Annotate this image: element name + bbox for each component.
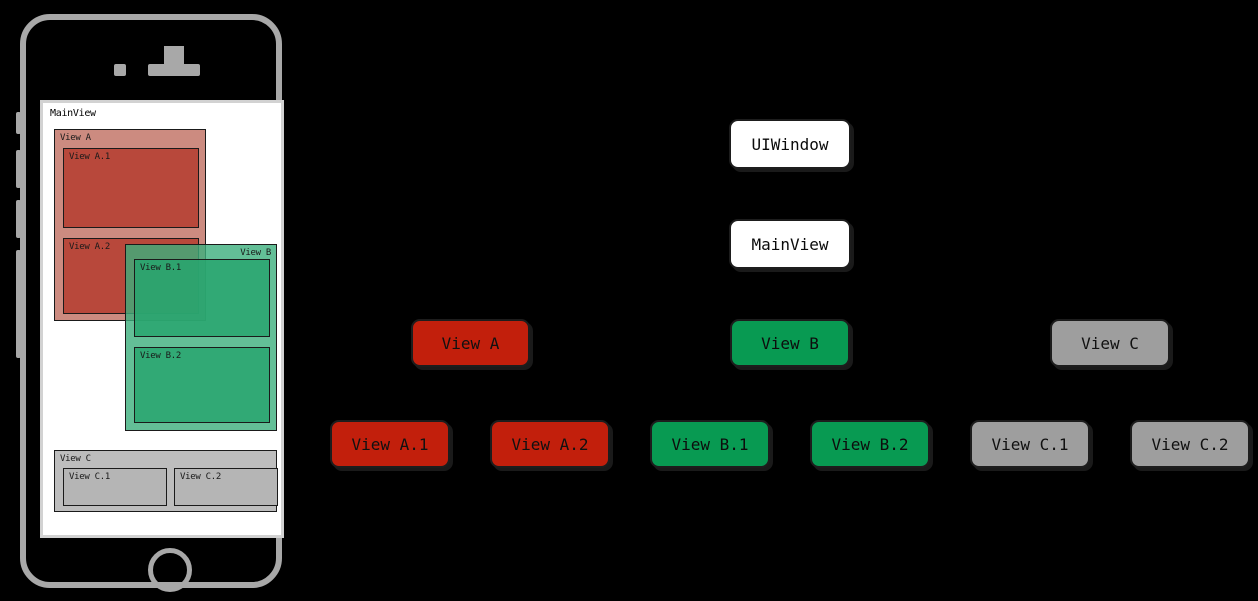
node-mainview-label: MainView <box>751 234 829 254</box>
phone-side-button-volume-down <box>16 200 21 238</box>
phone-side-rail <box>16 250 21 358</box>
node-view-b1[interactable]: View B.1 <box>650 420 770 468</box>
node-uiwindow[interactable]: UIWindow <box>729 119 851 169</box>
node-view-b2[interactable]: View B.2 <box>810 420 930 468</box>
mock-view-a-label: View A <box>60 133 91 143</box>
mock-view-c-label: View C <box>60 454 91 464</box>
node-view-c-label: View C <box>1081 333 1139 353</box>
mock-view-c1-label: View C.1 <box>69 472 110 482</box>
phone-speaker-icon <box>148 64 200 76</box>
node-view-c1[interactable]: View C.1 <box>970 420 1090 468</box>
mock-view-a1[interactable]: View A.1 <box>63 148 199 228</box>
node-view-c2[interactable]: View C.2 <box>1130 420 1250 468</box>
phone-earpiece-icon <box>164 46 184 66</box>
tree-edges <box>389 169 1191 420</box>
phone-side-button-mute <box>16 112 21 134</box>
node-view-b[interactable]: View B <box>730 319 850 367</box>
phone-screen: MainView View A View A.1 View A.2 View B… <box>40 100 284 538</box>
node-view-a1-label: View A.1 <box>351 434 429 454</box>
node-view-b2-label: View B.2 <box>831 434 909 454</box>
node-view-c1-label: View C.1 <box>991 434 1069 454</box>
node-view-b-label: View B <box>761 333 819 353</box>
phone-side-button-volume-up <box>16 150 21 188</box>
node-view-b1-label: View B.1 <box>671 434 749 454</box>
node-view-a[interactable]: View A <box>411 319 530 367</box>
mock-view-c1[interactable]: View C.1 <box>63 468 167 506</box>
mock-view-c2-label: View C.2 <box>180 472 221 482</box>
mock-view-c[interactable]: View C View C.1 View C.2 <box>54 450 278 512</box>
mock-view-c2[interactable]: View C.2 <box>174 468 278 506</box>
node-view-a2-label: View A.2 <box>511 434 589 454</box>
node-view-a2[interactable]: View A.2 <box>490 420 610 468</box>
node-view-a-label: View A <box>441 333 500 353</box>
mock-mainview-label: MainView <box>50 108 96 119</box>
mock-view-b[interactable]: View B View B.1 View B.2 <box>125 244 277 431</box>
mock-view-b2[interactable]: View B.2 <box>134 347 270 423</box>
mock-view-b1[interactable]: View B.1 <box>134 259 270 337</box>
node-view-a1[interactable]: View A.1 <box>330 420 450 468</box>
mock-view-b1-label: View B.1 <box>140 263 181 273</box>
phone-body: MainView View A View A.1 View A.2 View B… <box>16 14 284 592</box>
view-hierarchy-tree: UIWindow MainView View A View B View C V… <box>300 0 1258 601</box>
mock-view-b2-label: View B.2 <box>140 351 181 361</box>
node-uiwindow-label: UIWindow <box>751 134 829 154</box>
mock-view-b-label: View B <box>240 248 271 258</box>
phone-mockup: MainView View A View A.1 View A.2 View B… <box>14 8 288 594</box>
node-view-c[interactable]: View C <box>1050 319 1170 367</box>
phone-camera-icon <box>114 64 126 76</box>
phone-home-button[interactable] <box>148 548 192 592</box>
node-view-c2-label: View C.2 <box>1151 434 1229 454</box>
mock-view-a1-label: View A.1 <box>69 152 110 162</box>
node-mainview[interactable]: MainView <box>729 219 851 269</box>
mock-view-a2-label: View A.2 <box>69 242 110 252</box>
